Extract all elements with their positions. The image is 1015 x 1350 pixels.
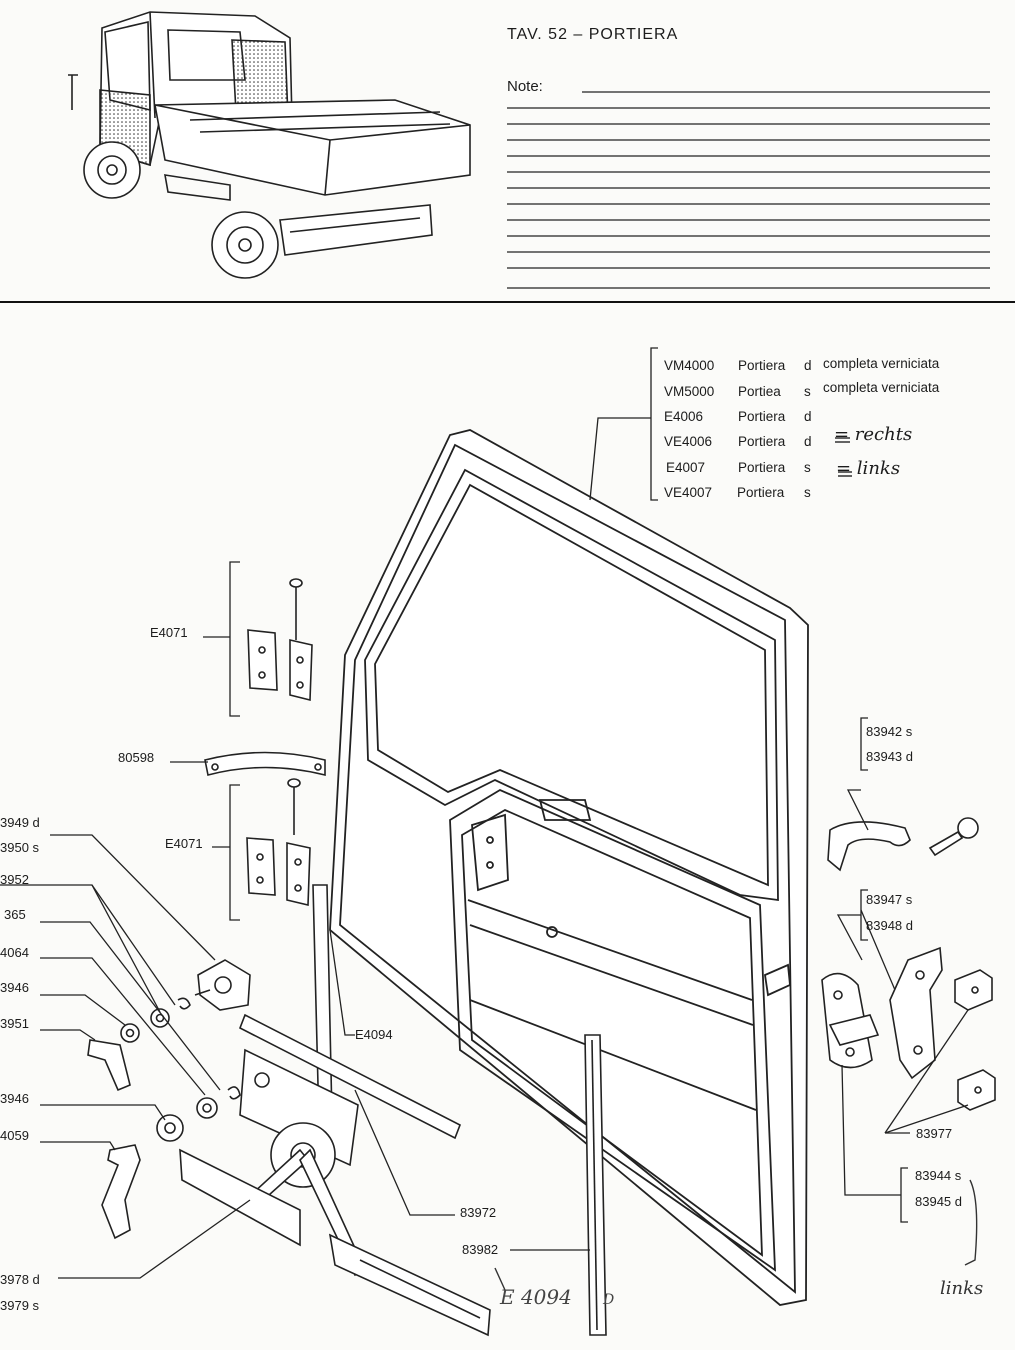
label-channel: 83982 xyxy=(462,1242,499,1257)
handwriting-marks xyxy=(494,437,978,1291)
parts-row-4-name: Portiera xyxy=(738,434,786,449)
label-3949: 3949 d xyxy=(0,815,40,830)
handwritten-links: links xyxy=(940,1278,984,1299)
parts-row-4-code: VE4006 xyxy=(664,434,713,449)
label-rod: E4094 xyxy=(355,1027,393,1042)
handwritten-d: D xyxy=(603,1292,615,1308)
parts-row-2-name: Portiea xyxy=(738,384,781,399)
label-3978: 3978 d xyxy=(0,1272,40,1287)
label-3979: 3979 s xyxy=(0,1298,40,1313)
parts-row-6-side: s xyxy=(804,485,811,500)
page-title: TAV. 52 – PORTIERA xyxy=(507,26,679,43)
parts-row-5-side: s xyxy=(804,460,811,475)
handwritten-e4094: E 4094 xyxy=(500,1285,572,1309)
parts-row-1-code: VM4000 xyxy=(664,358,715,373)
label-handle-d: 83943 d xyxy=(866,749,913,764)
label-striker-s: 83944 s xyxy=(915,1168,962,1183)
label-hinge-upper: E4071 xyxy=(150,625,188,640)
label-lock-s: 83947 s xyxy=(866,892,913,907)
label-handle-s: 83942 s xyxy=(866,724,913,739)
label-3950: 3950 s xyxy=(0,840,40,855)
parts-row-4-hand: = rechts xyxy=(834,424,913,445)
label-hinge-lower: E4071 xyxy=(165,836,203,851)
parts-row-1-name: Portiera xyxy=(738,358,786,373)
label-regulator: 83972 xyxy=(460,1205,497,1220)
parts-row-1-desc: completa verniciata xyxy=(823,356,940,371)
label-4059: 4059 xyxy=(0,1128,29,1143)
parts-row-2-code: VM5000 xyxy=(664,384,715,399)
label-3952: 3952 xyxy=(0,872,29,887)
label-3951: 3951 xyxy=(0,1016,29,1031)
parts-row-6-code: VE4007 xyxy=(664,485,713,500)
label-striker-d: 83945 d xyxy=(915,1194,962,1209)
parts-row-6-name: Portiera xyxy=(737,485,785,500)
hinge-lower xyxy=(246,778,311,907)
parts-row-5-code: E4007 xyxy=(666,460,706,475)
leader-lines xyxy=(0,347,969,1279)
door-illustration xyxy=(329,429,809,1306)
hinge-upper xyxy=(247,578,313,702)
window-channel xyxy=(584,1034,607,1336)
parts-row-4-side: d xyxy=(804,434,812,449)
parts-row-3-name: Portiera xyxy=(738,409,786,424)
parts-row-1-side: d xyxy=(804,358,812,373)
parts-row-2-side: s xyxy=(804,384,811,399)
parts-row-2-desc: completa verniciata xyxy=(823,380,940,395)
truck-illustration xyxy=(68,11,471,279)
label-4064: 4064 xyxy=(0,945,29,960)
label-365: 365 xyxy=(4,907,26,922)
label-pad: 83977 xyxy=(916,1126,953,1141)
label-strap: 80598 xyxy=(118,750,155,765)
parts-row-3-side: d xyxy=(804,409,812,424)
note-label: Note: xyxy=(507,78,543,95)
small-parts xyxy=(87,959,270,1240)
parts-row-5-hand: = links xyxy=(836,458,901,479)
parts-row-5-name: Portiera xyxy=(738,460,786,475)
label-3946-a: 3946 xyxy=(0,980,29,995)
label-3946-b: 3946 xyxy=(0,1091,29,1106)
note-lines xyxy=(507,91,990,289)
parts-row-3-code: E4006 xyxy=(664,409,704,424)
right-parts xyxy=(821,817,996,1111)
door-check-strap xyxy=(204,751,326,777)
label-lock-d: 83948 d xyxy=(866,918,913,933)
